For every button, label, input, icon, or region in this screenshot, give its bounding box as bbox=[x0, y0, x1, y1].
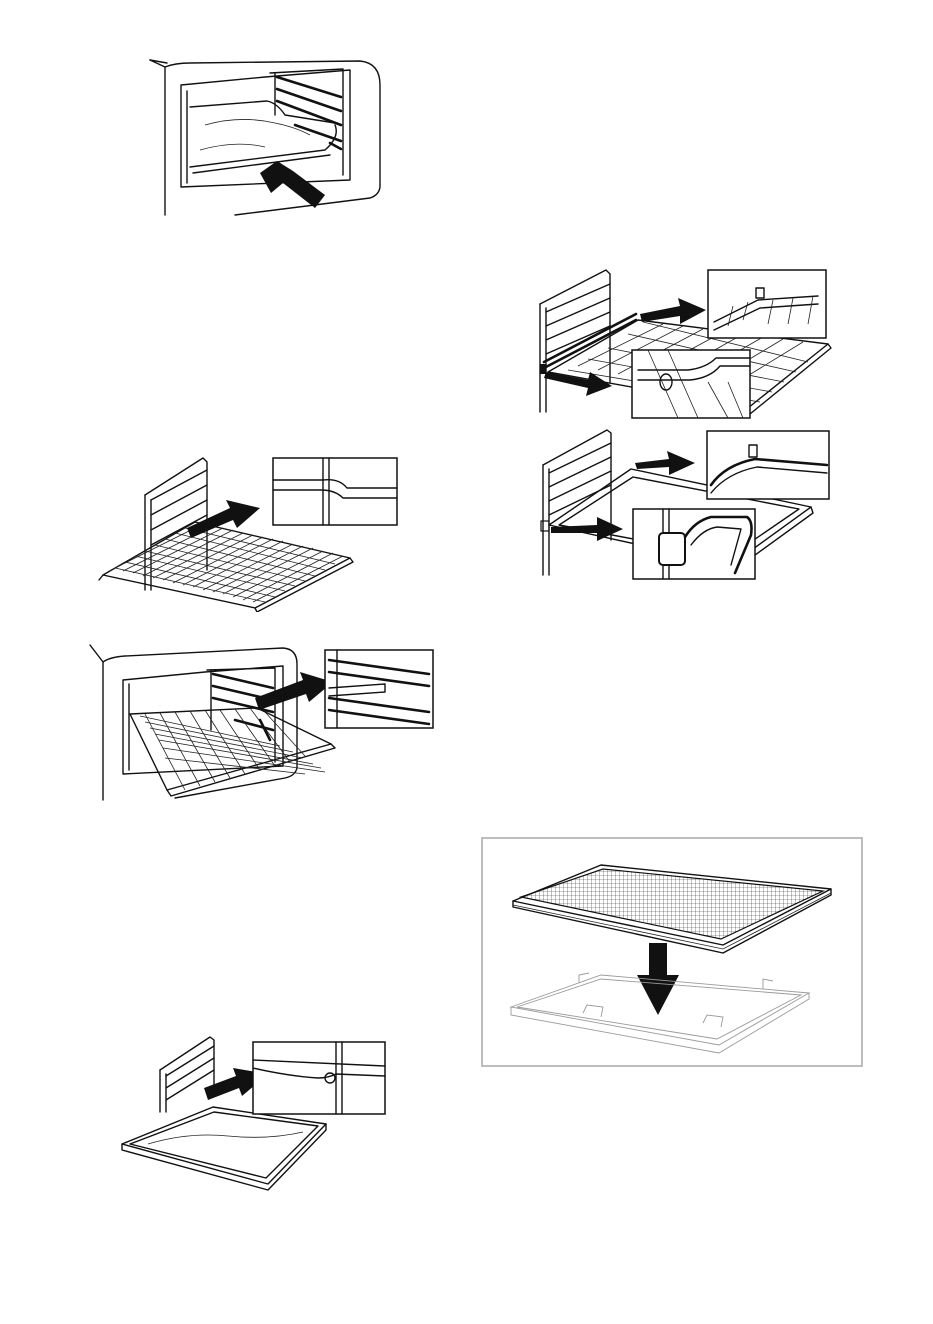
baking-tray-icon bbox=[122, 1107, 326, 1190]
tray-into-oven-illustration bbox=[145, 55, 390, 220]
inset-detail-icon bbox=[707, 431, 829, 499]
inset-detail-icon bbox=[633, 509, 755, 579]
inset-detail-icon bbox=[253, 1042, 385, 1114]
rack-in-oven-illustration bbox=[85, 640, 437, 802]
inset-detail-icon bbox=[632, 350, 750, 418]
side-guide-icon bbox=[543, 430, 611, 575]
wire-rack-icon bbox=[99, 522, 353, 612]
wire-rack-guide-illustration bbox=[95, 450, 405, 612]
inset-detail-icon bbox=[273, 458, 397, 525]
tray-on-guide-illustration bbox=[118, 1032, 390, 1192]
inset-detail-icon bbox=[708, 270, 826, 338]
telescopic-rack-illustration bbox=[528, 262, 833, 422]
mesh-tray-icon bbox=[513, 865, 831, 953]
inset-detail-icon bbox=[325, 650, 433, 728]
telescopic-tray-illustration bbox=[535, 425, 835, 583]
mesh-tray-frame-illustration bbox=[481, 837, 863, 1067]
side-guide-icon bbox=[160, 1037, 214, 1112]
